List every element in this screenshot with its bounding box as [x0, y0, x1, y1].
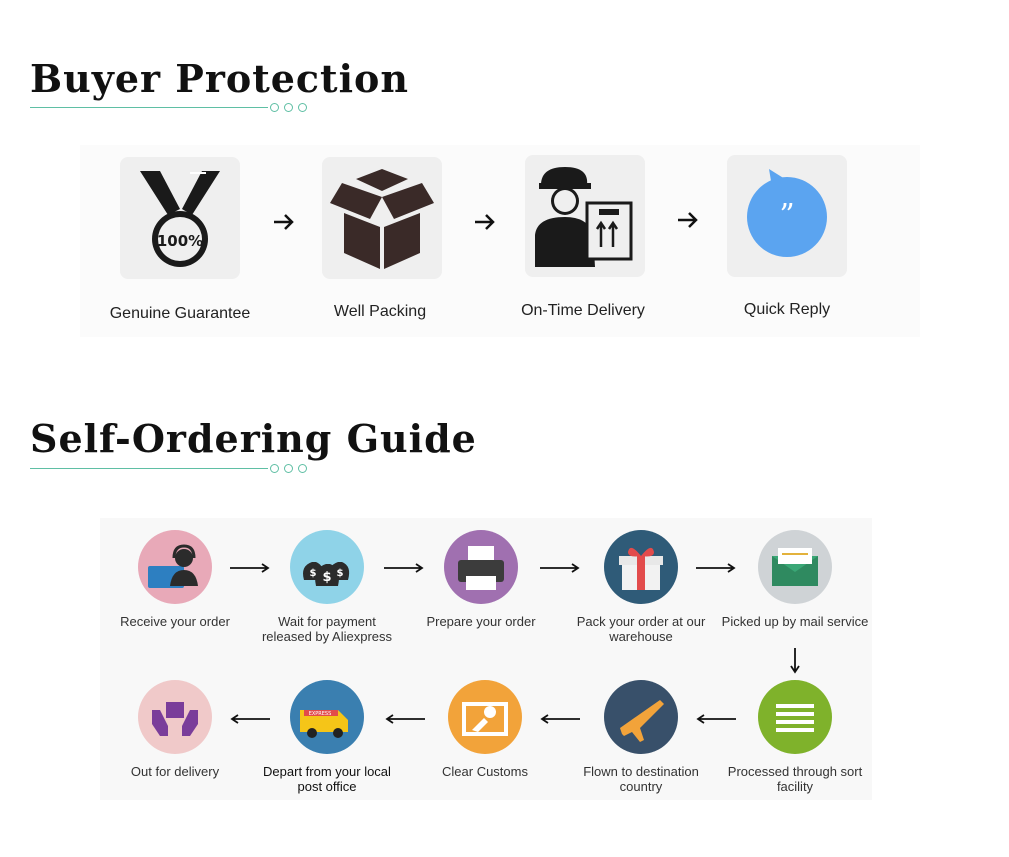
buyer-protection-panel: 100% ” — [80, 145, 920, 337]
svg-text:$: $ — [337, 568, 344, 579]
arrow-down-icon — [790, 648, 800, 674]
bp-label-quick-reply: Quick Reply — [743, 301, 831, 318]
step-wait-payment: $ $ $ Wait for payment released by Aliex… — [252, 530, 402, 644]
on-time-delivery-card — [525, 155, 645, 277]
arrow-right-icon — [384, 563, 424, 573]
bp-label-genuine-guarantee: Genuine Guarantee — [109, 305, 251, 322]
delivery-person-icon — [535, 167, 633, 267]
step-receive-order: Receive your order — [100, 530, 250, 629]
step-prepare-order: Prepare your order — [406, 530, 556, 629]
title-underline — [30, 103, 320, 113]
bp-label-well-packing: Well Packing — [333, 303, 427, 320]
arrow-right-icon — [540, 563, 580, 573]
self-ordering-guide-title: Self-Ordering Guide — [30, 416, 477, 461]
buyer-protection-title: Buyer Protection — [30, 56, 410, 101]
arrow-right-icon — [678, 212, 698, 228]
step-clear-customs: Clear Customs — [410, 680, 560, 779]
svg-text:$: $ — [322, 570, 331, 585]
self-ordering-guide-panel: Receive your order $ $ $ Wait for paymen… — [100, 518, 872, 800]
bp-label-on-time-delivery: On-Time Delivery — [521, 302, 645, 319]
box-icon — [330, 169, 434, 269]
step-pack-order: Pack your order at our warehouse — [566, 530, 716, 644]
step-flown: Flown to destination country — [566, 680, 716, 794]
arrow-right-icon — [475, 214, 495, 230]
svg-text:”: ” — [779, 198, 794, 233]
gift-icon — [604, 530, 678, 604]
svg-text:$: $ — [310, 568, 317, 579]
step-depart-post-office: EXPRESS Depart from your local post offi… — [252, 680, 402, 794]
arrow-left-icon — [385, 714, 425, 724]
step-label: Picked up by mail service — [721, 614, 869, 629]
genuine-guarantee-card: 100% — [120, 157, 240, 279]
arrow-right-icon — [274, 214, 294, 230]
title-underline — [30, 464, 320, 474]
sort-lines-icon — [758, 680, 832, 754]
van-text: EXPRESS — [309, 711, 332, 717]
customs-officer-icon — [448, 680, 522, 754]
step-out-for-delivery: Out for delivery — [100, 680, 250, 779]
chat-bubble-icon: ” — [747, 169, 827, 257]
step-label: Clear Customs — [442, 764, 528, 779]
money-bags-icon: $ $ $ — [290, 530, 364, 604]
step-label: Receive your order — [120, 614, 230, 629]
arrow-left-icon — [696, 714, 736, 724]
step-label: Flown to destination country — [583, 764, 699, 794]
printer-icon — [444, 530, 518, 604]
headset-agent-icon — [138, 530, 212, 604]
step-label: Pack your order at our warehouse — [576, 614, 706, 644]
envelope-icon — [758, 530, 832, 604]
arrow-left-icon — [230, 714, 270, 724]
airplane-icon — [604, 680, 678, 754]
van-icon: EXPRESS — [290, 680, 364, 754]
step-label: Wait for payment released by Aliexpress — [261, 614, 393, 644]
quick-reply-card: ” — [727, 155, 847, 277]
medal-icon: 100% — [140, 171, 220, 267]
arrow-right-icon — [230, 563, 270, 573]
step-label: Prepare your order — [426, 614, 536, 629]
step-label: Depart from your local post office — [263, 764, 391, 794]
step-label: Processed through sort facility — [727, 764, 863, 794]
step-label: Out for delivery — [130, 764, 220, 779]
arrow-left-icon — [540, 714, 580, 724]
hands-box-icon — [138, 680, 212, 754]
step-picked-up: Picked up by mail service — [720, 530, 870, 629]
medal-badge-text: 100% — [157, 232, 203, 250]
well-packing-card — [322, 157, 442, 279]
step-processed-sort: Processed through sort facility — [720, 680, 870, 794]
arrow-right-icon — [696, 563, 736, 573]
